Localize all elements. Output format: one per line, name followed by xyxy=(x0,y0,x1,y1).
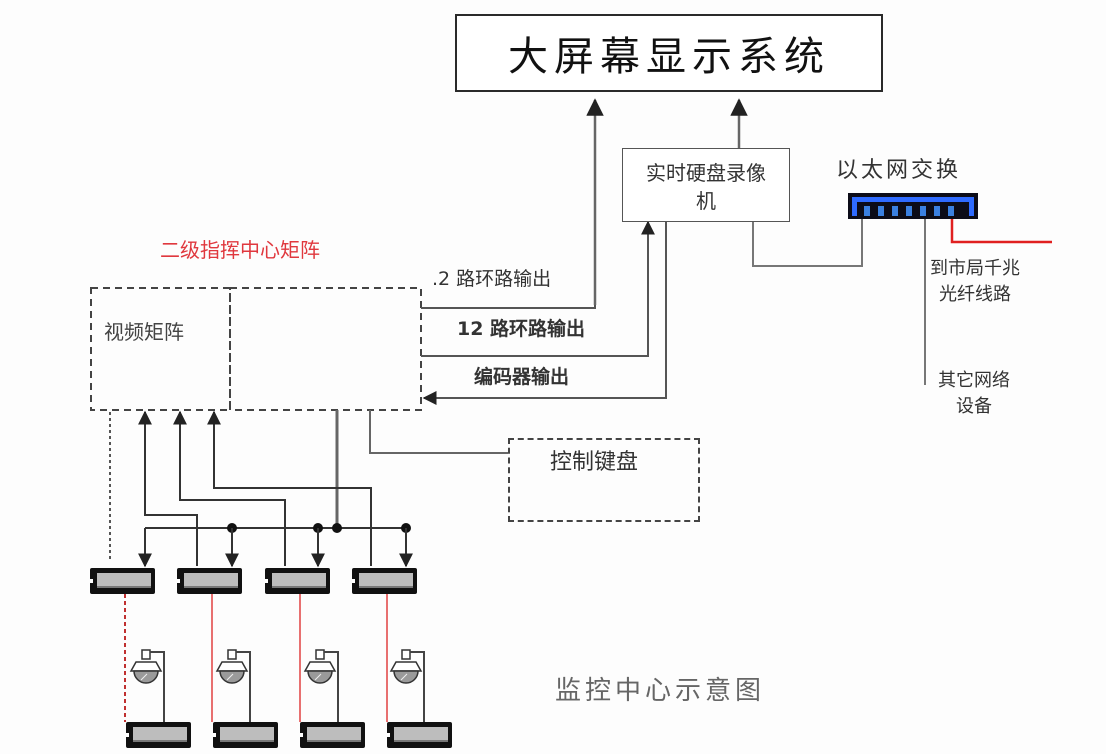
switch-port-icon xyxy=(948,206,954,216)
bus-junction-dot xyxy=(332,523,342,533)
video-input-1 xyxy=(138,410,198,566)
other-network-line1: 其它网络 xyxy=(938,370,1010,391)
matrix-group-label: 二级指挥中心矩阵 xyxy=(160,238,320,262)
dome-camera-icon xyxy=(303,649,339,722)
switch-port-icon xyxy=(864,206,870,216)
display-system-label: 大屏幕显示系统 xyxy=(508,34,830,80)
display-system-box: 大屏幕显示系统 xyxy=(455,14,883,92)
encoder-output-wire xyxy=(422,222,667,405)
control-keyboard-label: 控制键盘 xyxy=(550,450,639,475)
monitor-icon xyxy=(300,722,365,748)
city-link-line2: 光纤线路 xyxy=(939,284,1011,305)
decoder-icon xyxy=(177,568,242,594)
other-network-label: 其它网络 设备 xyxy=(938,368,1010,420)
switch-port-icon xyxy=(920,206,926,216)
decoder-icon xyxy=(352,568,417,594)
dvr-to-switch-wire xyxy=(752,218,863,267)
ethernet-switch-icon xyxy=(848,193,978,219)
loop2-output-label: .2 路环路输出 xyxy=(432,268,552,290)
switch-port-icon xyxy=(878,206,884,216)
encoder-output-label: 编码器输出 xyxy=(474,366,570,388)
ethernet-switch-label: 以太网交换 xyxy=(836,158,962,183)
dome-camera-icon xyxy=(129,649,165,722)
monitor-icon xyxy=(126,722,191,748)
dome-camera-icon xyxy=(215,649,251,722)
video-input-3 xyxy=(207,410,372,566)
video-matrix-box xyxy=(90,287,231,411)
loop12-output-label: 12 路环路输出 xyxy=(457,318,586,340)
switch-port-icon xyxy=(906,206,912,216)
video-input-2 xyxy=(173,410,286,566)
video-matrix-label: 视频矩阵 xyxy=(104,320,184,344)
loop12-output-wire xyxy=(421,220,655,357)
city-link-label: 到市局千兆 光纤线路 xyxy=(930,256,1020,308)
switch-port-icon xyxy=(934,206,940,216)
city-fiber-wire xyxy=(950,218,1052,244)
control-keyboard-box: 控制键盘 xyxy=(508,438,700,522)
city-link-line1: 到市局千兆 xyxy=(930,258,1020,279)
dvr-label-line2: 机 xyxy=(696,189,716,213)
dome-camera-icon xyxy=(389,649,425,722)
keyboard-wire xyxy=(369,410,508,454)
dvr-label-line1: 实时硬盘录像 xyxy=(646,161,766,185)
decoder-icon xyxy=(265,568,330,594)
monitor-icon xyxy=(387,722,452,748)
dvr-box: 实时硬盘录像 机 xyxy=(622,148,790,222)
matrix-right-box xyxy=(229,287,422,411)
other-network-line2: 设备 xyxy=(956,396,992,417)
decoder-icon xyxy=(90,568,155,594)
diagram-caption: 监控中心示意图 xyxy=(555,676,766,706)
monitor-icon xyxy=(213,722,278,748)
switch-port-icon xyxy=(892,206,898,216)
loop2-output-wire xyxy=(421,305,596,309)
